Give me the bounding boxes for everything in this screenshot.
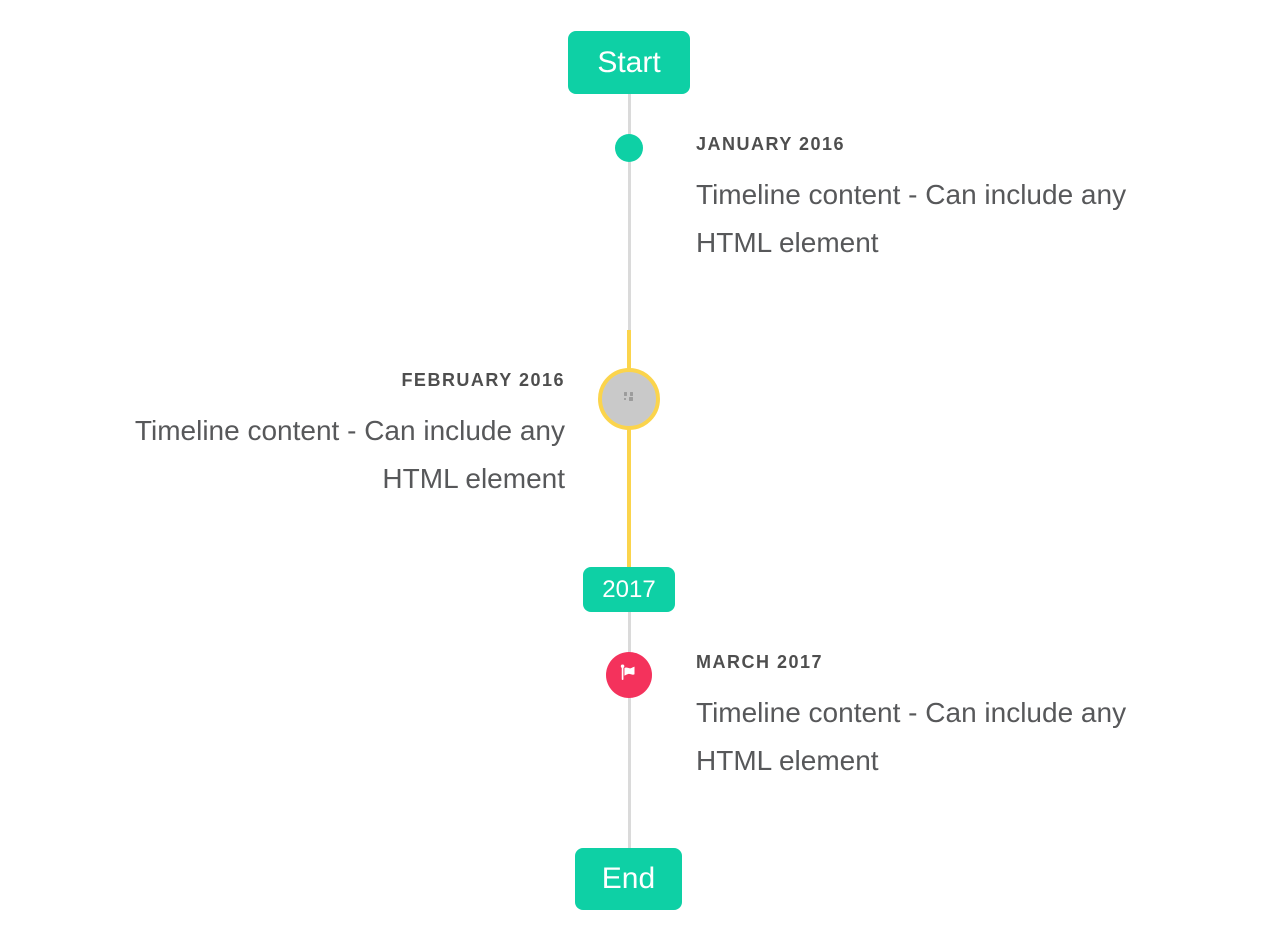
entry-content-text: Timeline content - Can include any HTML … <box>696 179 1127 258</box>
entry-date-label: MARCH 2017 <box>696 652 824 672</box>
timeline-entry-january-2016: JANUARY 2016 Timeline content - Can incl… <box>696 132 1196 267</box>
entry-content-text: Timeline content - Can include any HTML … <box>696 697 1127 776</box>
timeline-start-badge: Start <box>568 31 690 94</box>
entry-date-label: JANUARY 2016 <box>696 134 846 154</box>
timeline-rail-highlight <box>627 330 631 567</box>
flag-icon <box>618 662 640 689</box>
timeline-entry-march-2017: MARCH 2017 Timeline content - Can includ… <box>696 650 1196 785</box>
timeline-entry-february-2016: FEBRUARY 2016 Timeline content - Can inc… <box>65 368 565 503</box>
timeline-marker-image-circle[interactable] <box>598 368 660 430</box>
broken-image-icon <box>622 390 636 409</box>
timeline-marker-dot[interactable] <box>615 134 643 162</box>
timeline-year-badge: 2017 <box>583 567 675 612</box>
timeline-end-badge: End <box>575 848 682 910</box>
entry-date-label: FEBRUARY 2016 <box>401 370 565 390</box>
entry-content-text: Timeline content - Can include any HTML … <box>134 415 565 494</box>
timeline-marker-flag[interactable] <box>606 652 652 698</box>
